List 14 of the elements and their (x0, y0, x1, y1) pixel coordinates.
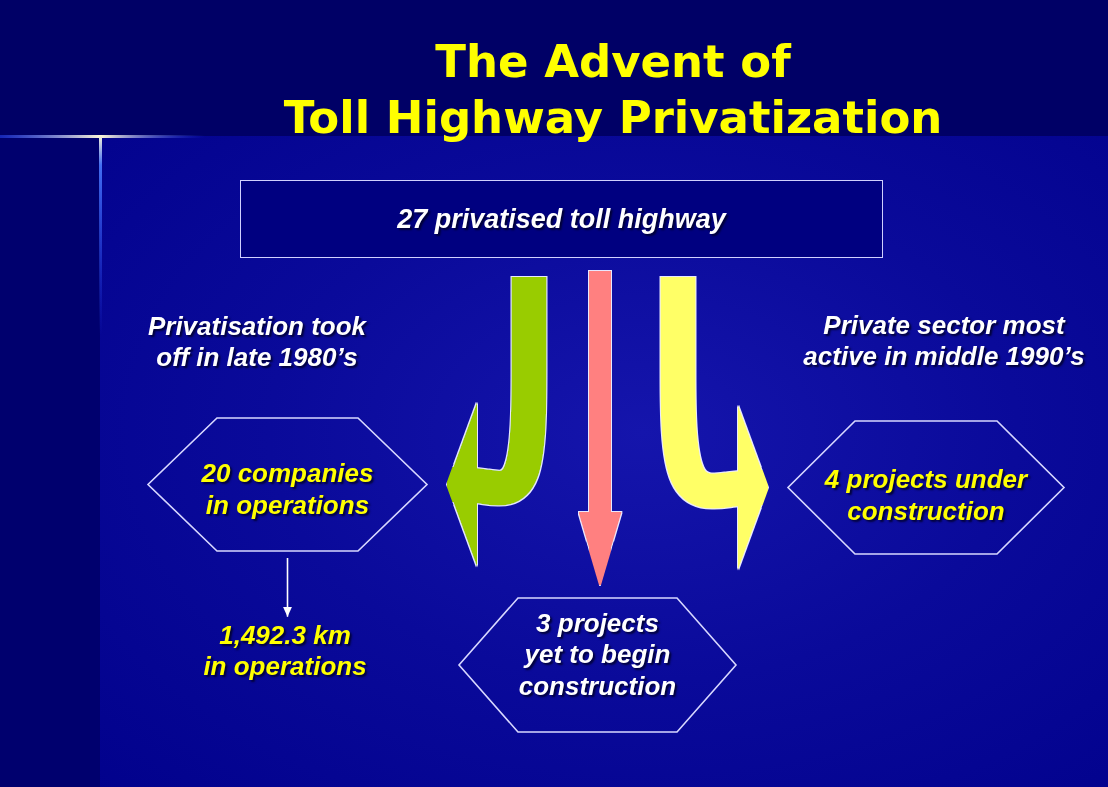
label-text: 27 privatised toll highway (397, 202, 726, 236)
caption-text: Privatisation took off in late 1980’s (147, 310, 367, 374)
label-text: 3 projects yet to begin construction (518, 608, 677, 702)
label-text: 4 projects under construction (824, 464, 1028, 527)
slide-title: The Advent of Toll Highway Privatization (283, 34, 943, 146)
label-text: 20 companies in operations (201, 458, 374, 521)
label-text: 1,492.3 km in operations (203, 619, 367, 683)
process-box (240, 180, 883, 258)
arrow (283, 557, 292, 618)
hexagon-node (147, 417, 428, 552)
block-arrow (578, 271, 622, 585)
hexagon-node (458, 597, 737, 733)
caption-text: Private sector most active in middle 1990’s (803, 309, 1085, 373)
hexagon-node (787, 420, 1065, 555)
